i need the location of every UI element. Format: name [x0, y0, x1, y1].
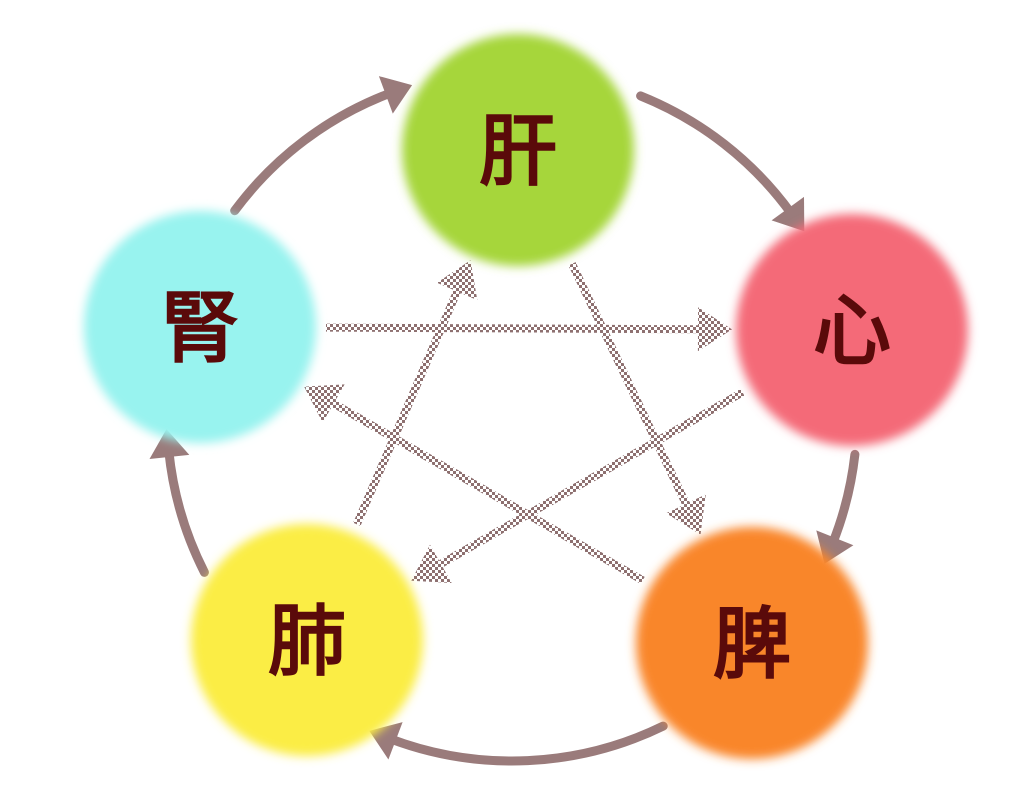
node-kidney: 腎	[84, 211, 316, 443]
node-spleen-circle	[636, 527, 868, 759]
controlling-arrow-spleen-kidney	[304, 384, 645, 584]
generating-arrow-lung-kidney	[149, 429, 209, 577]
node-lung-circle	[191, 524, 423, 756]
node-kidney-label: 腎	[161, 284, 239, 374]
node-liver-circle	[402, 34, 634, 266]
controlling-arrow-liver-spleen	[568, 262, 706, 535]
node-spleen-label: 脾	[713, 600, 791, 690]
controlling-arrow-kidney-heart	[325, 307, 732, 352]
node-heart-label: 心	[813, 287, 891, 377]
generating-arrow-kidney-liver	[230, 76, 413, 216]
controlling-arrow-lung-liver	[353, 260, 478, 526]
generating-arrow-heart-spleen	[816, 449, 860, 564]
controlling-arrow-heart-lung	[411, 388, 745, 583]
node-heart: 心	[736, 214, 968, 446]
controlling-cycle-arrows	[304, 260, 745, 584]
generating-arrow-liver-heart	[636, 91, 805, 232]
generating-cycle-arrows	[149, 76, 860, 766]
node-spleen: 脾	[636, 527, 868, 759]
node-lung: 肺	[191, 524, 423, 756]
node-lung-label: 肺	[268, 597, 346, 687]
node-liver: 肝	[402, 34, 634, 266]
node-kidney-circle	[84, 211, 316, 443]
organ-nodes: 肝心脾 肺 腎	[84, 34, 968, 759]
node-liver-label: 肝	[479, 107, 557, 197]
generating-arrow-spleen-lung	[369, 721, 668, 766]
node-heart-circle	[736, 214, 968, 446]
